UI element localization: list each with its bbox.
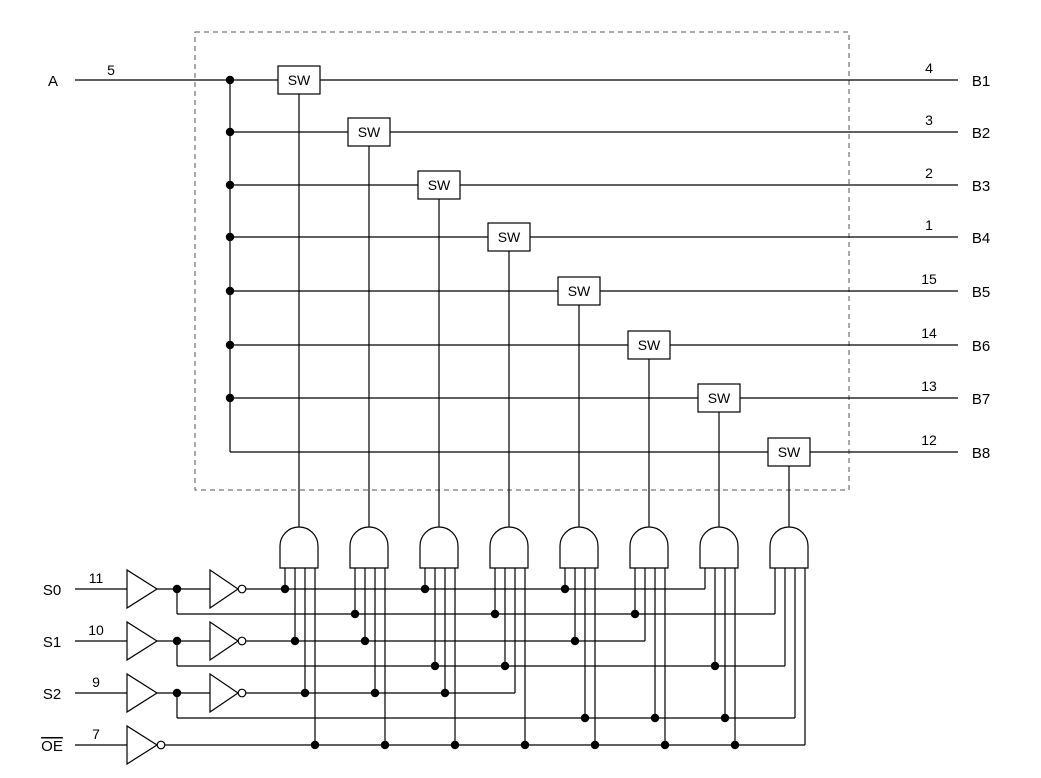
output-label-b4: B4: [972, 230, 990, 247]
output-pin-b7: 13: [921, 378, 937, 394]
switch-label: SW: [428, 177, 451, 193]
switch-box: [417, 170, 461, 200]
junction-dot: [580, 713, 590, 723]
output-pin-b2: 3: [925, 112, 933, 128]
switch-label: SW: [708, 390, 731, 406]
output-label-b6: B6: [972, 338, 990, 355]
junction-dot: [225, 75, 235, 85]
junction-dot: [440, 688, 450, 698]
and-gate: [489, 526, 529, 569]
output-label-b7: B7: [972, 391, 990, 408]
output-label-b5: B5: [972, 284, 990, 301]
junction-dot: [660, 740, 670, 750]
junction-dot: [730, 740, 740, 750]
control-pin-s1: 10: [88, 622, 104, 638]
output-pin-b6: 14: [921, 325, 937, 341]
switch-label: SW: [498, 229, 521, 245]
control-label-s1: S1: [43, 634, 61, 651]
junction-dot: [420, 584, 430, 594]
inverter-gate: [209, 568, 240, 610]
and-gate: [419, 526, 459, 569]
junction-dot: [710, 661, 720, 671]
junction-dot: [430, 661, 440, 671]
output-pin-b1: 4: [925, 60, 933, 76]
inverter-bubble: [237, 688, 247, 698]
junction-dot: [360, 636, 370, 646]
control-pin-s0: 11: [89, 570, 104, 586]
junction-dot: [225, 180, 235, 190]
junction-dot: [225, 127, 235, 137]
output-pin-b4: 1: [925, 217, 933, 233]
buffer-gate: [126, 672, 159, 714]
input-a-pin: 5: [107, 62, 115, 78]
output-pin-b8: 12: [921, 432, 937, 448]
junction-dot: [350, 609, 360, 619]
junction-dot: [520, 740, 530, 750]
junction-dot: [380, 740, 390, 750]
junction-dot: [280, 584, 290, 594]
switch-label: SW: [638, 337, 661, 353]
switch-box: [697, 383, 741, 413]
inverter-gate: [209, 672, 240, 714]
input-a-label: A: [48, 73, 58, 90]
enable-inverter-bubble: [156, 740, 166, 750]
and-gate: [699, 526, 739, 569]
output-label-b2: B2: [972, 125, 990, 142]
junction-dot: [225, 286, 235, 296]
junction-dot: [560, 584, 570, 594]
junction-dot: [570, 636, 580, 646]
switch-box: [487, 222, 531, 252]
control-pin-oe: 7: [92, 726, 100, 742]
control-label-s2: S2: [43, 686, 61, 703]
and-gate: [769, 526, 809, 569]
junction-dot: [500, 661, 510, 671]
junction-dot: [650, 713, 660, 723]
output-pin-b3: 2: [925, 165, 933, 181]
switch-box: [557, 276, 601, 306]
junction-dot: [290, 636, 300, 646]
and-gate: [279, 526, 319, 569]
junction-dot: [225, 232, 235, 242]
switch-box: [767, 437, 811, 467]
junction-dot: [630, 609, 640, 619]
and-gate: [629, 526, 669, 569]
junction-dot: [490, 609, 500, 619]
switch-box: [277, 65, 321, 95]
switch-label: SW: [358, 124, 381, 140]
and-gate: [559, 526, 599, 569]
switch-label: SW: [778, 444, 801, 460]
switch-label: SW: [288, 72, 311, 88]
junction-dot: [720, 713, 730, 723]
switch-array-boundary: [194, 31, 850, 491]
output-label-b1: B1: [972, 73, 990, 90]
buffer-gate: [126, 568, 159, 610]
buffer-gate: [126, 620, 159, 662]
output-label-b8: B8: [972, 445, 990, 462]
inverter-bubble: [237, 584, 247, 594]
buffer-gate: [126, 724, 159, 766]
and-gate: [349, 526, 389, 569]
junction-dot: [370, 688, 380, 698]
switch-box: [627, 330, 671, 360]
control-pin-s2: 9: [92, 674, 100, 690]
control-label-oe: OE: [41, 738, 63, 755]
switch-box: [347, 117, 391, 147]
junction-dot: [225, 393, 235, 403]
switch-label: SW: [568, 283, 591, 299]
junction-dot: [450, 740, 460, 750]
output-label-b3: B3: [972, 178, 990, 195]
junction-dot: [225, 340, 235, 350]
junction-dot: [300, 688, 310, 698]
inverter-bubble: [237, 636, 247, 646]
control-label-s0: S0: [43, 582, 61, 599]
junction-dot: [310, 740, 320, 750]
inverter-gate: [209, 620, 240, 662]
output-pin-b5: 15: [921, 271, 937, 287]
junction-dot: [590, 740, 600, 750]
